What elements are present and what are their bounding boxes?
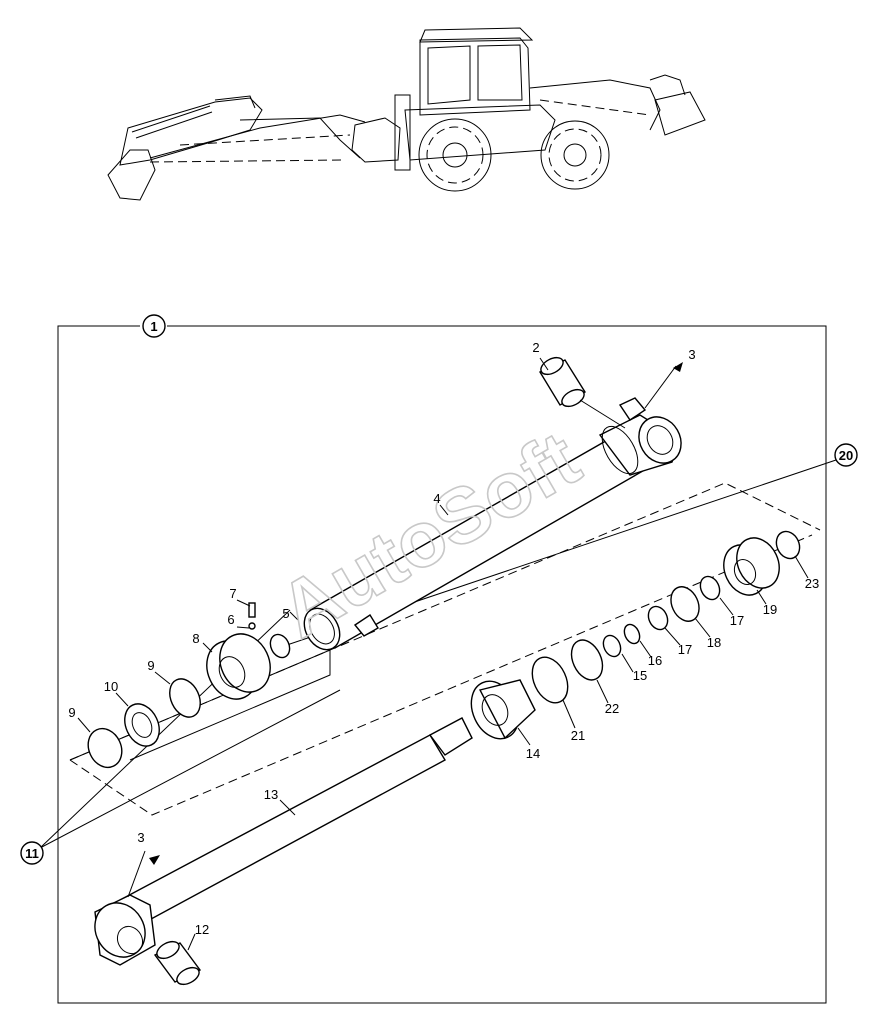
leader-lines bbox=[77, 357, 809, 951]
piston-rod bbox=[94, 717, 473, 966]
label-16: 16 bbox=[648, 653, 662, 668]
label-23: 23 bbox=[805, 576, 819, 591]
callout-circle-20 bbox=[834, 443, 858, 467]
kit-callout-lines: 20 11 bbox=[20, 443, 858, 865]
seal-kit-rings bbox=[531, 530, 801, 704]
cylinder-barrel bbox=[303, 397, 682, 651]
label-5: 5 bbox=[282, 606, 289, 621]
callout-11: 11 bbox=[25, 846, 39, 861]
label-9-lower: 9 bbox=[68, 705, 75, 720]
label-9-upper: 9 bbox=[147, 658, 154, 673]
part-bushing-2 bbox=[539, 356, 626, 429]
watermark: AutoSoft bbox=[265, 414, 594, 655]
label-8: 8 bbox=[192, 631, 199, 646]
label-17-lower: 17 bbox=[678, 642, 692, 657]
label-6: 6 bbox=[227, 612, 234, 627]
arrow-icon-3-lower bbox=[149, 855, 160, 865]
callout-20: 20 bbox=[839, 448, 853, 463]
label-22: 22 bbox=[605, 701, 619, 716]
part-bushing-12 bbox=[153, 940, 202, 986]
callout-circle-11 bbox=[20, 841, 44, 865]
part-ring-9-upper bbox=[169, 678, 201, 718]
label-10: 10 bbox=[104, 679, 118, 694]
label-14: 14 bbox=[526, 746, 540, 761]
label-7: 7 bbox=[229, 586, 236, 601]
part-ring-5 bbox=[269, 633, 291, 659]
part-wiper-10 bbox=[124, 703, 160, 747]
label-2: 2 bbox=[532, 340, 539, 355]
backhoe-loader-illustration bbox=[107, 27, 706, 201]
part-gland-8 bbox=[206, 633, 271, 700]
part-number-labels: 2 3 4 5 6 7 8 9 10 9 12 13 3 14 15 16 17… bbox=[68, 340, 819, 937]
label-3-upper: 3 bbox=[688, 347, 695, 362]
callout-1: 1 bbox=[150, 319, 157, 334]
label-18: 18 bbox=[707, 635, 721, 650]
label-4: 4 bbox=[433, 491, 440, 506]
arrow-icon-3-upper bbox=[673, 362, 683, 372]
label-15: 15 bbox=[633, 668, 647, 683]
label-13: 13 bbox=[264, 787, 278, 802]
callout-circle-1 bbox=[142, 314, 166, 338]
part-ball-6 bbox=[248, 622, 256, 630]
label-17-upper: 17 bbox=[730, 613, 744, 628]
assembly-frame: 1 bbox=[57, 314, 827, 1004]
label-21: 21 bbox=[571, 728, 585, 743]
label-3-lower: 3 bbox=[137, 830, 144, 845]
label-12: 12 bbox=[195, 922, 209, 937]
part-piston-14 bbox=[470, 679, 536, 740]
label-19: 19 bbox=[763, 602, 777, 617]
part-pin-7 bbox=[248, 602, 256, 618]
part-ring-9-lower bbox=[87, 727, 123, 769]
